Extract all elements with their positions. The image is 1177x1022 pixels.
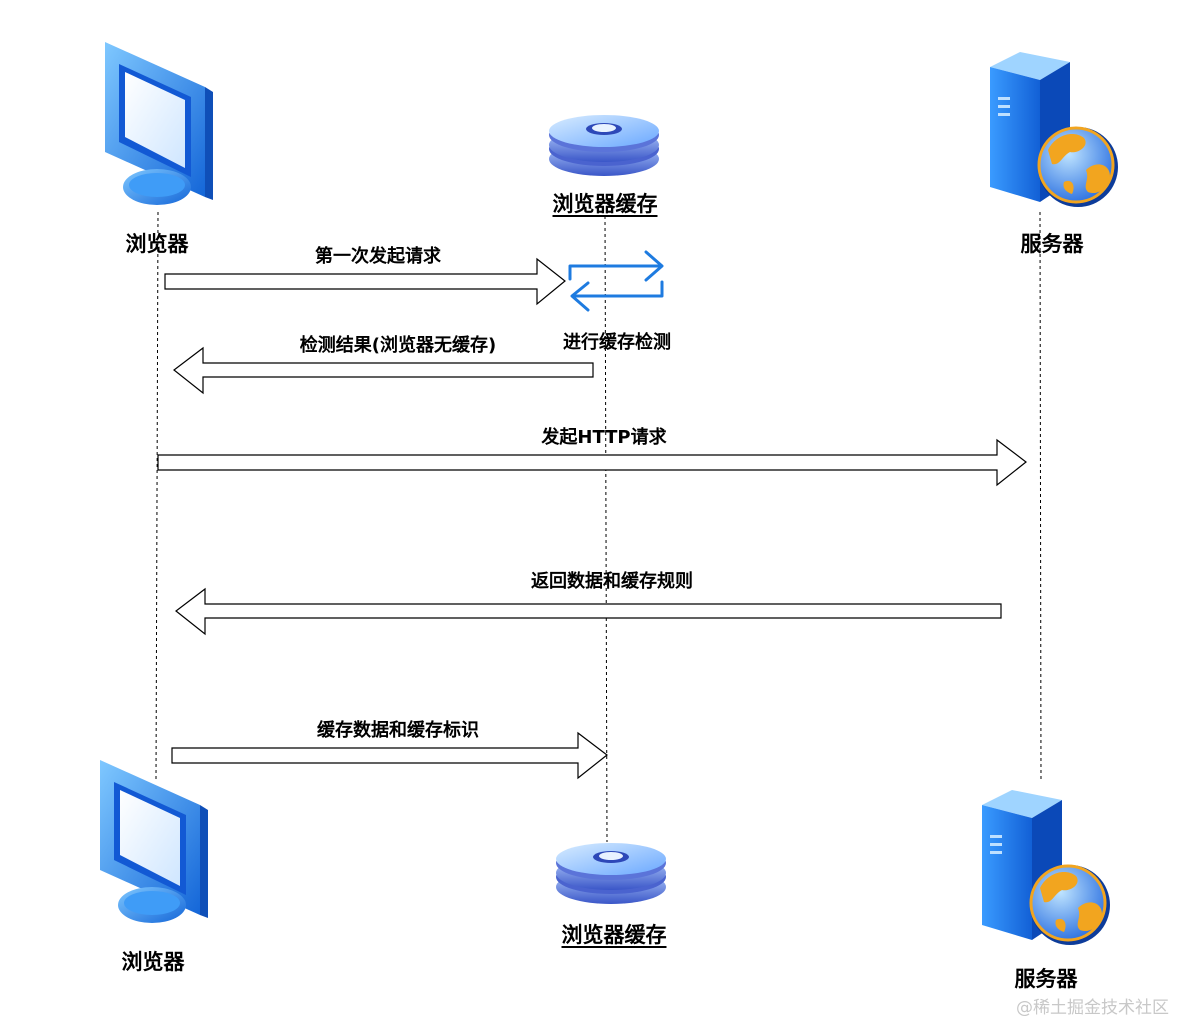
lifeline-cache — [604, 215, 608, 843]
lifeline-browser — [155, 211, 159, 781]
message-check-result: 检测结果(浏览器无缓存) — [299, 335, 497, 356]
arrow-check-result — [173, 346, 594, 395]
actor-label-server-bottom: 服务器 — [1014, 967, 1078, 991]
monitor-icon — [100, 760, 208, 923]
actor-label-cache-top: 浏览器缓存 — [552, 192, 658, 216]
actor-label-browser-top: 浏览器 — [125, 232, 189, 256]
arrow-http-request — [157, 438, 1027, 487]
actor-label-browser-bottom: 浏览器 — [121, 950, 185, 974]
arrow-return-data — [175, 587, 1002, 636]
server-globe-icon — [988, 50, 1120, 209]
actor-label-server-top: 服务器 — [1020, 232, 1084, 256]
lifeline-server — [1039, 211, 1042, 783]
actor-label-cache-bottom: 浏览器缓存 — [561, 923, 667, 947]
arrow-first-request — [164, 257, 566, 306]
message-store-cache: 缓存数据和缓存标识 — [317, 720, 479, 741]
watermark: @稀土掘金技术社区 — [1016, 998, 1169, 1018]
message-return-data: 返回数据和缓存规则 — [531, 571, 693, 592]
arrow-store-cache — [171, 731, 608, 780]
server-globe-icon — [980, 788, 1112, 947]
message-cache-check: 进行缓存检测 — [563, 332, 671, 353]
disk-stack-icon — [549, 115, 659, 176]
sync-arrows-icon — [568, 250, 664, 312]
monitor-icon — [105, 42, 213, 205]
message-first-request: 第一次发起请求 — [315, 246, 441, 267]
message-http-request: 发起HTTP请求 — [541, 427, 667, 448]
disk-stack-icon — [556, 843, 666, 904]
